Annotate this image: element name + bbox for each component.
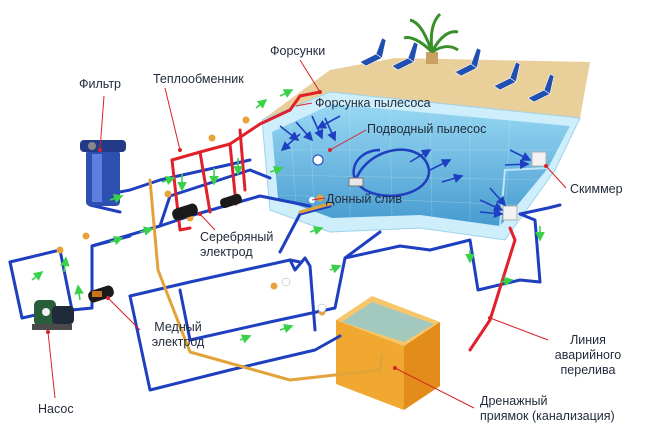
vacuum-head bbox=[349, 178, 363, 186]
label-silver-electrode-line1: Серебряный bbox=[200, 230, 273, 245]
label-overflow-line: Линия аварийного перелива bbox=[540, 333, 636, 378]
label-underwater-vacuum: Подводный пылесос bbox=[367, 122, 486, 137]
label-silver-electrode: Серебряный электрод bbox=[200, 230, 273, 260]
label-nozzles: Форсунки bbox=[270, 44, 325, 59]
label-heat-exchanger: Теплообменник bbox=[153, 72, 244, 87]
label-drain-pit: Дренажный приямок (канализация) bbox=[480, 394, 615, 424]
label-bottom-drain: Донный слив bbox=[326, 192, 402, 207]
drain-pit bbox=[336, 296, 440, 410]
label-silver-electrode-line2: электрод bbox=[200, 245, 273, 260]
label-vacuum-nozzle: Форсунка пылесоса bbox=[315, 96, 431, 111]
pump-device bbox=[32, 300, 74, 330]
skimmer-device-2 bbox=[503, 206, 517, 220]
label-copper-electrode-line2: электрод bbox=[138, 335, 218, 350]
skimmer-device bbox=[532, 152, 546, 166]
label-filter: Фильтр bbox=[79, 77, 121, 92]
label-overflow-line2: аварийного bbox=[540, 348, 636, 363]
filter-device bbox=[80, 140, 126, 206]
label-copper-electrode: Медный электрод bbox=[138, 320, 218, 350]
label-overflow-line1: Линия bbox=[540, 333, 636, 348]
label-drain-pit-line2: приямок (канализация) bbox=[480, 409, 615, 424]
label-pump: Насос bbox=[38, 402, 74, 417]
label-drain-pit-line1: Дренажный bbox=[480, 394, 615, 409]
label-overflow-line3: перелива bbox=[540, 363, 636, 378]
fittings bbox=[282, 278, 326, 312]
label-skimmer: Скиммер bbox=[570, 182, 623, 197]
vacuum-nozzle-symbol bbox=[313, 155, 323, 165]
label-copper-electrode-line1: Медный bbox=[138, 320, 218, 335]
